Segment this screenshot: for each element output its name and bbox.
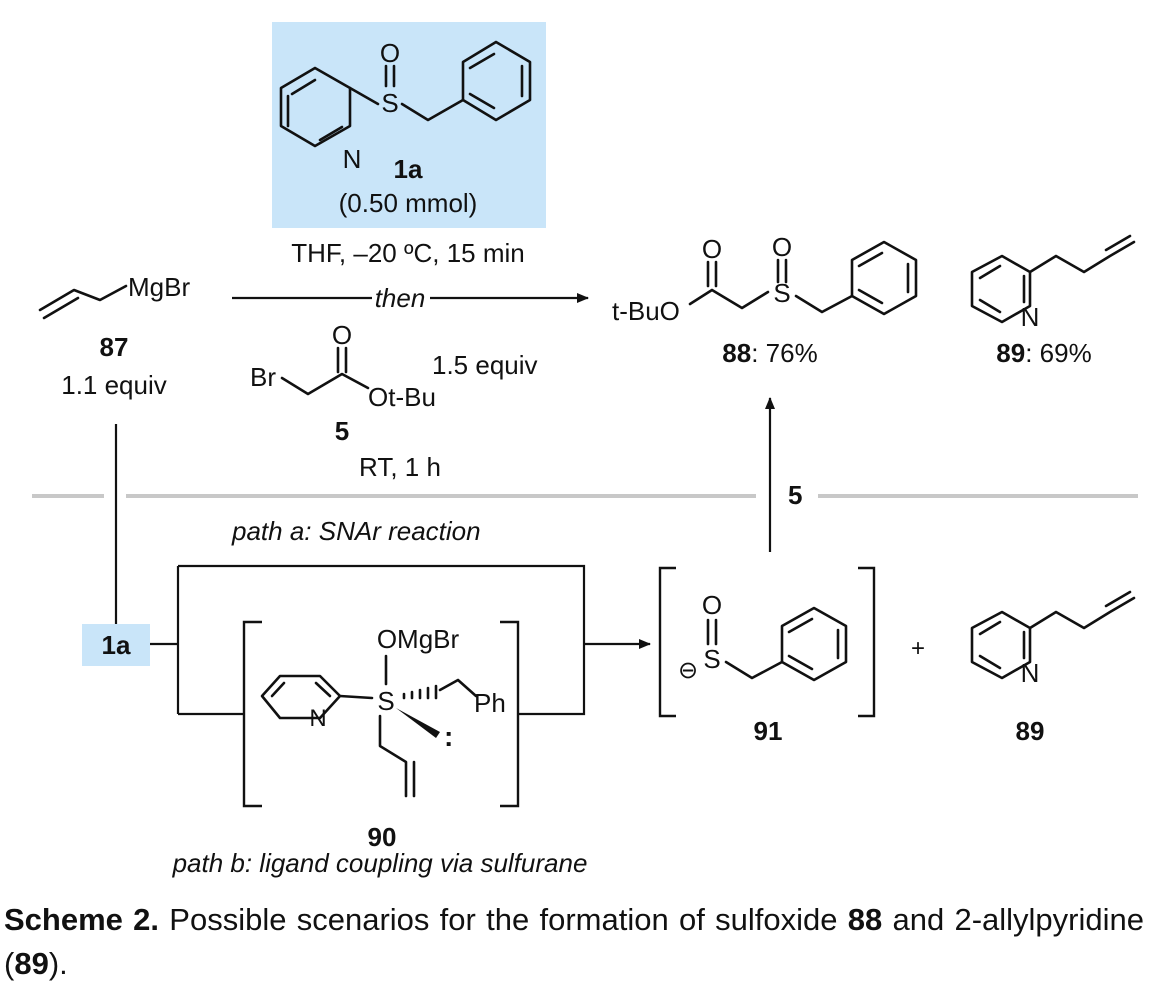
so-bond xyxy=(706,618,718,646)
br-label: Br xyxy=(250,362,276,392)
compound-label-88: 88 xyxy=(722,338,751,368)
caption-text-1: Possible scenarios for the formation of … xyxy=(159,902,848,937)
product-89-bottom: N 89 xyxy=(970,590,1136,746)
yield-88: 88: 76% xyxy=(722,338,817,368)
carbonyl-o: O xyxy=(332,320,352,350)
caption-text-3: ). xyxy=(48,946,68,981)
pyridine-double-bonds xyxy=(270,681,332,698)
ester-chain xyxy=(280,372,370,396)
start-box-highlight xyxy=(82,624,150,666)
highlight-box xyxy=(272,22,546,228)
so-double-bond xyxy=(384,64,396,88)
product-88: t-BuO O S O 88: 76% xyxy=(612,232,918,368)
benzyl-chain xyxy=(724,660,784,680)
atom-s: S xyxy=(381,88,398,118)
yield-89-value: : 69% xyxy=(1025,338,1092,368)
pyridine-double-bonds xyxy=(286,78,344,142)
reaction-scheme: O S N 1a (0.50 mmol) THF, –20 ºC, 15 min… xyxy=(32,22,1138,878)
atom-o: O xyxy=(380,38,400,68)
ester-o-tbu: Ot-Bu xyxy=(368,382,436,412)
caption-text-2: and 2-allylpyridine ( xyxy=(4,902,1144,981)
allyl-double-bond xyxy=(1104,234,1132,252)
allyl-chain xyxy=(378,714,416,798)
vertical-arrow-label: 5 xyxy=(788,480,802,510)
sulfur: S xyxy=(773,278,790,308)
ester-carbonyl xyxy=(706,260,718,288)
omgbr-label: OMgBr xyxy=(377,624,460,654)
grignard-87: MgBr 87 1.1 equiv xyxy=(38,272,190,400)
allyl-double-bond xyxy=(1104,590,1132,608)
atom-n: N xyxy=(309,705,326,732)
allyl-double-bond xyxy=(42,296,80,320)
compound-label-90: 90 xyxy=(368,822,397,852)
pyridine-double-bonds xyxy=(978,264,1026,314)
start-box-label: 1a xyxy=(102,630,131,660)
atom-n: N xyxy=(1021,658,1040,688)
so-bond xyxy=(776,258,788,284)
anion-91: O S ⊖ 91 xyxy=(658,566,876,746)
benzene-ring xyxy=(850,240,918,316)
bold-wedge xyxy=(396,708,440,738)
mgbr-label: MgBr xyxy=(128,272,190,302)
bracket-left xyxy=(242,620,262,808)
compound-label-89: 89 xyxy=(1016,716,1045,746)
hashed-wedge xyxy=(402,684,438,700)
sulfur: S xyxy=(703,644,720,674)
conditions-then: then xyxy=(375,283,426,313)
benzene-double-bonds xyxy=(857,251,910,305)
scheme-caption: Scheme 2. Possible scenarios for the for… xyxy=(4,898,1144,986)
benzyl-chain xyxy=(794,294,854,314)
pyridine-double-bonds xyxy=(978,620,1026,670)
plus-sign: + xyxy=(911,635,925,662)
tbuo-label: t-BuO xyxy=(612,296,680,326)
conditions-step2: RT, 1 h xyxy=(359,452,441,482)
atom-n: N xyxy=(343,144,362,174)
caption-compound-88: 88 xyxy=(847,902,883,937)
atom-n: N xyxy=(1021,302,1040,332)
reagent-1a-box: O S N 1a (0.50 mmol) xyxy=(272,22,546,228)
product-89-top: N 89: 69% xyxy=(970,234,1136,368)
reagent-amount: (0.50 mmol) xyxy=(339,188,478,218)
caption-label: Scheme 2. xyxy=(4,902,160,937)
path-connectors xyxy=(150,564,586,716)
bracket-left xyxy=(658,566,676,718)
carbonyl-double-bond xyxy=(336,346,348,374)
pyridyl-s-bond xyxy=(338,694,374,700)
path-a-label: path a: SNAr reaction xyxy=(231,516,481,546)
ph-label: Ph xyxy=(474,688,506,718)
bromoester-equiv: 1.5 equiv xyxy=(432,350,538,380)
pyridine-ring xyxy=(260,674,342,720)
caption-compound-89: 89 xyxy=(14,946,49,981)
yield-89: 89: 69% xyxy=(996,338,1091,368)
ester-o: O xyxy=(702,234,722,264)
benzyl-bond xyxy=(438,678,478,698)
atom-o: O xyxy=(702,590,722,620)
compound-label-89: 89 xyxy=(996,338,1025,368)
bracket-right xyxy=(858,566,876,718)
benzene-double-bonds xyxy=(787,617,840,671)
bracket-right xyxy=(500,620,520,808)
ester-backbone xyxy=(688,288,770,310)
allyl-chain xyxy=(1028,240,1136,274)
negative-charge: ⊖ xyxy=(678,657,698,684)
intermediate-90: OMgBr S N Ph : 90 xyxy=(242,620,520,852)
compound-label-91: 91 xyxy=(754,716,783,746)
yield-88-value: : 76% xyxy=(751,338,818,368)
benzene-ring xyxy=(780,606,848,682)
path-b-label: path b: ligand coupling via sulfurane xyxy=(172,848,588,878)
allyl-chain xyxy=(1028,596,1136,630)
compound-label-5: 5 xyxy=(335,416,349,446)
bromoester-5: Br O Ot-Bu 1.5 equiv 5 xyxy=(250,320,538,446)
allyl-chain xyxy=(38,284,128,312)
compound-label-1a: 1a xyxy=(394,154,423,184)
benzene-double-bonds xyxy=(468,52,524,110)
sulfoxide-chain xyxy=(348,86,465,122)
grignard-equiv: 1.1 equiv xyxy=(61,370,167,400)
sulfoxide-o: O xyxy=(772,232,792,262)
sulfur: S xyxy=(377,686,394,716)
compound-label-87: 87 xyxy=(100,332,129,362)
benzene-ring xyxy=(461,40,532,122)
conditions-step1: THF, –20 ºC, 15 min xyxy=(291,238,524,268)
lone-pair: : xyxy=(444,721,453,752)
